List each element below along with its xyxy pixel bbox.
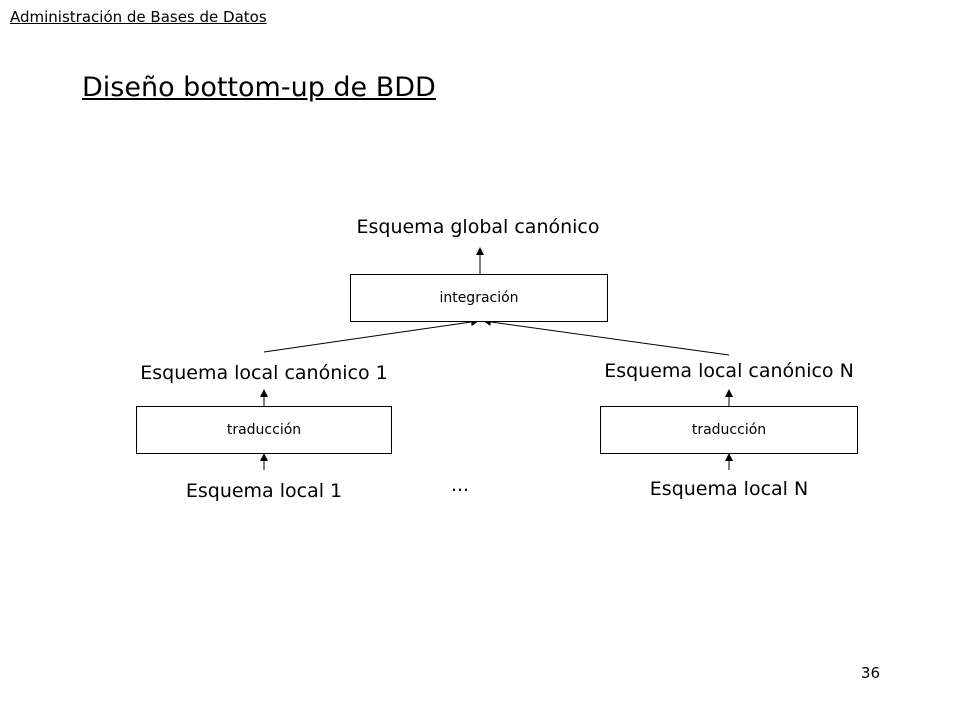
page-number: 36 [860, 664, 880, 682]
local-schema-1-label: Esquema local 1 [185, 480, 343, 502]
left-translation-label: traducción [226, 422, 302, 438]
arrow-left-canonical-to-integration [263, 318, 479, 353]
page-title: Diseño bottom-up de BDD [82, 72, 436, 103]
right-translation-label: traducción [691, 422, 767, 438]
ellipsis-label: ... [450, 474, 470, 496]
left-canonical-schema-label: Esquema local canónico 1 [140, 362, 388, 384]
right-translation-box: traducción [600, 406, 858, 454]
left-translation-box: traducción [136, 406, 392, 454]
local-schema-n-label: Esquema local N [649, 478, 809, 500]
integration-label: integración [439, 290, 519, 306]
right-canonical-schema-label: Esquema local canónico N [604, 360, 854, 382]
global-schema-label: Esquema global canónico [356, 216, 600, 238]
arrow-right-canonical-to-integration [483, 318, 730, 356]
integration-box: integración [350, 274, 608, 322]
course-header: Administración de Bases de Datos [10, 8, 267, 26]
